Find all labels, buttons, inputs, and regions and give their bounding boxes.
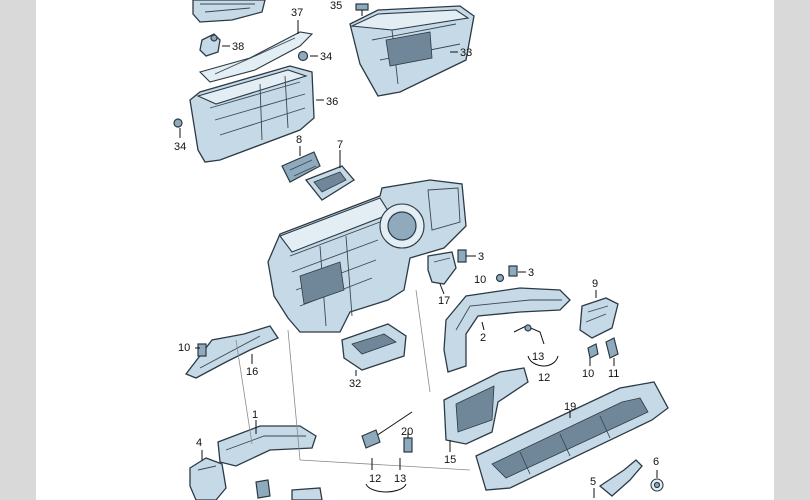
part-5-hose — [598, 459, 643, 497]
label-12-upper: 12 — [538, 372, 550, 384]
bottom-fittings — [255, 479, 323, 500]
label-20: 20 — [401, 426, 413, 438]
label-5: 5 — [590, 476, 596, 488]
label-37: 37 — [291, 7, 303, 19]
part-36-tray — [189, 65, 315, 163]
leader-lines — [179, 20, 658, 498]
part-17-bracket — [427, 251, 457, 285]
part-20-screw — [403, 437, 413, 453]
part-9-vent — [579, 297, 619, 339]
part-34-nut-lower — [173, 118, 183, 128]
exploded-parts-diagram: 37 35 38 34 33 36 34 8 7 3 10 3 17 9 2 1… — [173, 0, 669, 500]
part-10-screw-left — [197, 343, 207, 357]
part-2-duct — [443, 287, 571, 373]
label-16: 16 — [246, 366, 258, 378]
part-3-screw-lower — [508, 265, 518, 277]
label-15: 15 — [444, 454, 456, 466]
part-8-vent — [281, 151, 321, 183]
label-34-upper: 34 — [320, 51, 332, 63]
label-17: 17 — [438, 295, 450, 307]
part-3-screw-upper — [457, 249, 467, 263]
part-labels: 37 35 38 34 33 36 34 8 7 3 10 3 17 9 2 1… — [174, 0, 659, 488]
label-9: 9 — [592, 278, 598, 290]
part-33-housing — [349, 5, 475, 97]
label-35: 35 — [330, 0, 342, 12]
label-7: 7 — [337, 139, 343, 151]
part-19-vent-bar — [475, 381, 669, 491]
label-2: 2 — [480, 332, 486, 344]
part-15-duct — [443, 367, 529, 445]
cable-assembly-upper — [513, 324, 545, 345]
label-1: 1 — [252, 409, 258, 421]
part-34-nut-upper — [297, 50, 309, 62]
label-10-upper: 10 — [474, 274, 486, 286]
cable-assembly-lower — [361, 411, 413, 449]
main-hvac-unit — [267, 179, 467, 333]
top-frame-part — [192, 0, 266, 23]
connection-lines — [235, 289, 471, 471]
label-13-upper: 13 — [532, 351, 544, 363]
label-13-lower: 13 — [394, 473, 406, 485]
part-4-elbow — [189, 457, 227, 500]
label-12-lower: 12 — [369, 473, 381, 485]
part-16-duct — [184, 325, 279, 379]
label-11: 11 — [608, 368, 619, 380]
label-6: 6 — [653, 456, 659, 468]
part-6-seal-ring — [650, 478, 664, 492]
part-7-vent — [304, 165, 355, 201]
label-3-upper: 3 — [478, 251, 484, 263]
label-4: 4 — [196, 437, 202, 449]
part-10-screw-upper — [495, 273, 505, 283]
part-10-screw-right — [587, 343, 599, 359]
label-33: 33 — [460, 47, 472, 59]
label-34-lower: 34 — [174, 141, 186, 153]
label-3-lower: 3 — [528, 267, 534, 279]
label-36: 36 — [326, 96, 338, 108]
label-10-right: 10 — [582, 368, 594, 380]
part-37-strip — [198, 31, 314, 83]
label-19: 19 — [564, 401, 576, 413]
label-32: 32 — [349, 378, 361, 390]
diagram-sheet: 37 35 38 34 33 36 34 8 7 3 10 3 17 9 2 1… — [36, 0, 774, 500]
label-38: 38 — [232, 41, 244, 53]
part-32-vent — [341, 323, 407, 371]
part-11-clip — [605, 337, 619, 359]
label-10-left: 10 — [178, 342, 190, 354]
part-1-duct — [217, 425, 317, 467]
label-8: 8 — [296, 134, 302, 146]
part-35-screw — [355, 3, 369, 16]
part-38-clip — [199, 33, 221, 57]
